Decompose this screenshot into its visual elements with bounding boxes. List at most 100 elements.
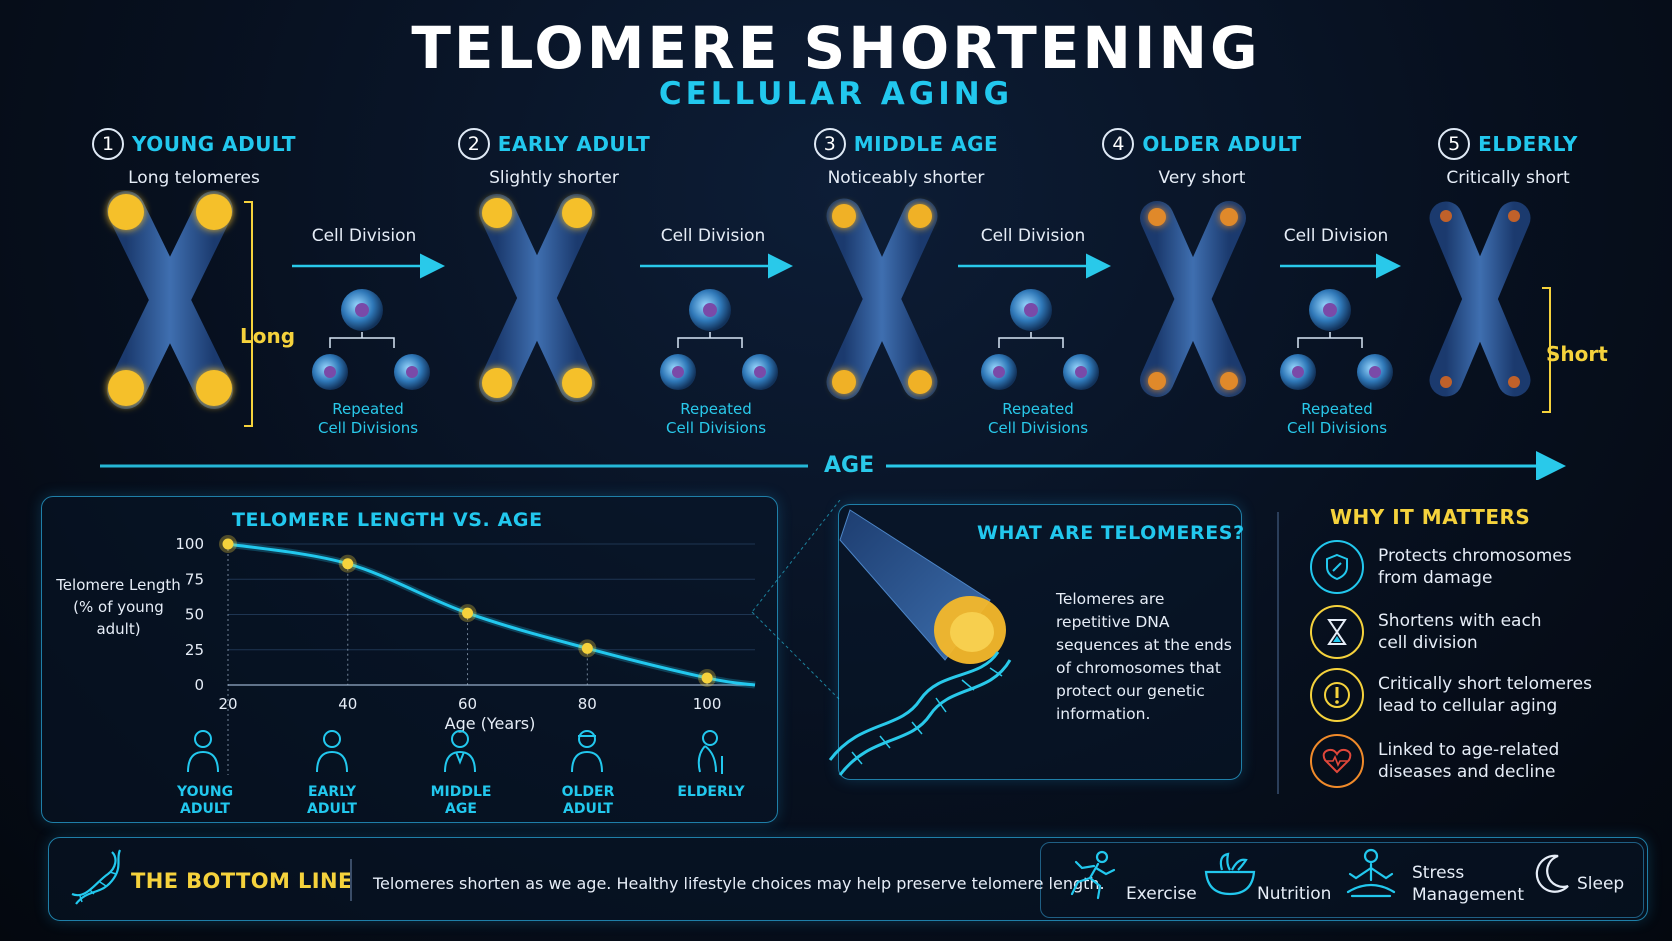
why-line: from damage <box>1378 568 1493 588</box>
x-tick-label: 40 <box>338 695 357 713</box>
stage-name: OLDER ADULT <box>1142 132 1302 156</box>
why-line: Critically short telomeres <box>1378 674 1592 694</box>
stage-name: YOUNG ADULT <box>131 132 297 156</box>
page-title: TELOMERE SHORTENING <box>411 14 1261 82</box>
chart-point <box>581 642 593 654</box>
age-axis-label: AGE <box>824 453 875 478</box>
x-tick-label: 60 <box>458 695 477 713</box>
moon-icon <box>1535 854 1569 893</box>
meditation-icon <box>1346 848 1396 898</box>
early-adult-person-icon <box>316 730 348 773</box>
x-tick-label: 20 <box>218 695 237 713</box>
why-line: cell division <box>1378 633 1478 653</box>
cell-division-4 <box>1280 289 1393 390</box>
page-subtitle: CELLULAR AGING <box>658 76 1014 112</box>
x-tick-label: 80 <box>578 695 597 713</box>
stage-number: 3 <box>813 128 846 160</box>
person-icons <box>187 730 723 774</box>
shield-icon <box>1310 540 1364 594</box>
chart-panel <box>41 496 778 823</box>
stage-number: 2 <box>457 128 490 160</box>
chart-point <box>222 538 234 550</box>
chromosome-1 <box>107 191 233 409</box>
lifestyle-sleep: Sleep <box>1577 874 1625 894</box>
stage-name: ELDERLY <box>1478 132 1578 156</box>
chromosome-progression <box>100 191 1566 480</box>
short-label: Short <box>1546 342 1608 366</box>
chart-point <box>342 558 354 570</box>
why-title: WHY IT MATTERS <box>1330 505 1531 529</box>
bottom-line-divider <box>350 859 352 901</box>
lifestyle-exercise: Exercise <box>1126 884 1197 904</box>
older-adult-person-icon <box>571 730 603 773</box>
why-line: Shortens with each <box>1378 611 1542 631</box>
warning-icon <box>1310 668 1364 722</box>
chromosome-3 <box>826 198 938 400</box>
cell-division-2 <box>660 289 778 390</box>
y-tick-label: 75 <box>185 570 204 588</box>
elderly-person-icon <box>697 730 723 774</box>
cell-division-label: Cell Division <box>660 226 766 246</box>
stage-elderly: 5 ELDERLY Critically short <box>1378 128 1638 188</box>
salad-bowl-icon <box>1204 852 1256 896</box>
cell-division-1 <box>312 289 430 390</box>
middle-age-person-icon <box>444 730 476 773</box>
y-tick-label: 100 <box>175 535 204 553</box>
stage-name: EARLY ADULT <box>497 132 651 156</box>
cell-division-label: Cell Division <box>1283 226 1389 246</box>
lifestyle-nutrition: Nutrition <box>1257 884 1332 904</box>
stage-desc: Noticeably shorter <box>827 168 985 188</box>
stage-desc: Slightly shorter <box>489 168 619 188</box>
cell-division-label: Cell Division <box>311 226 417 246</box>
telomeres-text: Telomeres are repetitive DNA sequences a… <box>1056 590 1232 723</box>
divider <box>1277 512 1279 794</box>
dna-icon <box>71 849 122 905</box>
stage-early-adult: 2 EARLY ADULT Slightly shorter <box>424 128 684 188</box>
long-label: Long <box>240 324 296 348</box>
hourglass-icon <box>1310 605 1364 659</box>
cell-division-label: Cell Division <box>980 226 1086 246</box>
y-tick-label: 50 <box>185 606 204 624</box>
lifestyle-box <box>1040 842 1644 918</box>
bottom-line-title: THE BOTTOM LINE <box>131 869 353 893</box>
why-line: lead to cellular aging <box>1378 696 1558 716</box>
chromosome-4 <box>1140 201 1246 397</box>
running-icon <box>1070 850 1116 900</box>
long-bracket <box>244 201 253 427</box>
telomeres-title: WHAT ARE TELOMERES? <box>977 522 1245 544</box>
stage-number: 5 <box>1438 128 1471 160</box>
stage-desc: Long telomeres <box>128 168 260 188</box>
stage-number: 4 <box>1102 128 1135 160</box>
young-adult-person-icon <box>187 730 219 773</box>
stage-desc: Critically short <box>1446 168 1570 188</box>
x-tick-label: 100 <box>693 695 722 713</box>
why-line: Linked to age-related <box>1378 740 1560 760</box>
bottom-line-bar <box>48 837 1648 921</box>
person-label-elderly: ELDERLY <box>677 784 745 800</box>
y-tick-label: 25 <box>185 641 204 659</box>
why-line: Protects chromosomes <box>1378 546 1572 566</box>
cell-division-3 <box>981 289 1099 390</box>
chromosome-5 <box>1429 201 1531 397</box>
bottom-line-text: Telomeres shorten as we age. Healthy lif… <box>373 874 1105 893</box>
chart-point <box>701 672 713 684</box>
chart-title: TELOMERE LENGTH VS. AGE <box>232 509 543 531</box>
y-tick-label: 0 <box>194 676 204 694</box>
